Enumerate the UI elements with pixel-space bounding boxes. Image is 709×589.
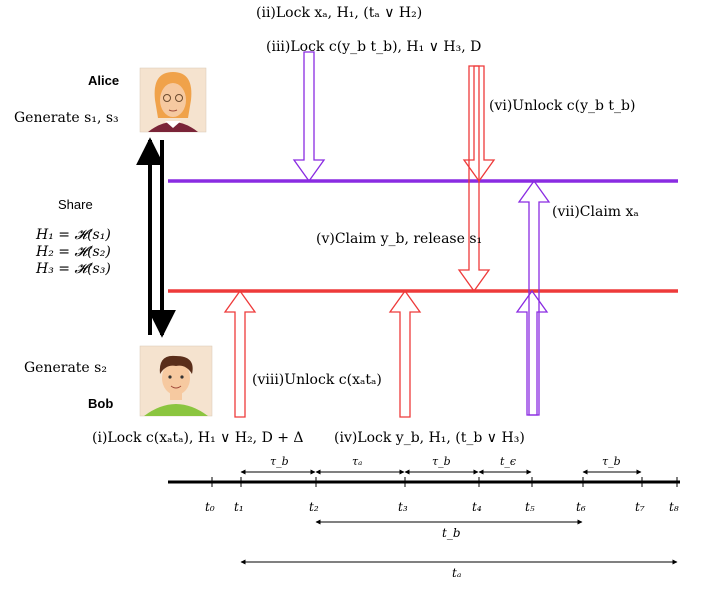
step-ii-label: (ii)Lock xₐ, H₁, (tₐ ∨ H₂) xyxy=(256,5,423,21)
timeline-ticks xyxy=(211,477,678,487)
interval-t-eps: t_ϵ xyxy=(500,455,517,468)
interval-tau-b-3: τ_b xyxy=(602,455,621,468)
span-t-a: tₐ xyxy=(452,566,462,580)
lock-yb-arrow xyxy=(388,289,422,418)
step-iii-label: (iii)Lock c(y_b t_b), H₁ ∨ H₃, D xyxy=(266,39,482,55)
step-viii-label: (viii)Unlock c(xₐtₐ) xyxy=(252,372,382,388)
tick-t5: t₅ xyxy=(525,500,535,514)
step-vi-label: (vi)Unlock c(y_b t_b) xyxy=(489,98,636,114)
bob-name: Bob xyxy=(88,396,114,411)
bob-generate-label: Generate s₂ xyxy=(24,360,107,376)
unlock-alice-chain-arrow xyxy=(462,65,496,183)
claim-xa-bob-arrow xyxy=(515,289,549,416)
tick-t7: t₇ xyxy=(635,500,645,514)
tick-t2: t₂ xyxy=(309,500,319,514)
alice-name: Alice xyxy=(88,73,120,88)
claim-yb-arrow xyxy=(457,65,491,293)
span-t-b: t_b xyxy=(442,526,461,540)
alice-generate-label: Generate s₁, s₃ xyxy=(14,110,119,126)
step-i-label: (i)Lock c(xₐtₐ), H₁ ∨ H₂, D + Δ xyxy=(92,430,304,446)
interval-tau-b-1: τ_b xyxy=(270,455,289,468)
tick-t0: t₀ xyxy=(205,500,215,514)
interval-arrows xyxy=(240,469,678,565)
hash-h2: H₂ = 𝓗(s₂) xyxy=(36,244,111,260)
claim-xa-arrow xyxy=(517,179,551,416)
hash-h3: H₃ = 𝓗(s₃) xyxy=(36,261,111,277)
lock-alice-chain-arrow xyxy=(292,51,326,183)
interval-tau-a: τₐ xyxy=(352,455,363,468)
hash-h1: H₁ = 𝓗(s₁) xyxy=(36,227,111,243)
step-v-label: (v)Claim y_b, release s₁ xyxy=(316,231,483,247)
tick-t4: t₄ xyxy=(472,500,482,514)
tick-t8: t₈ xyxy=(669,500,679,514)
interval-tau-b-2: τ_b xyxy=(432,455,451,468)
tick-t6: t₆ xyxy=(576,500,586,514)
step-iv-label: (iv)Lock y_b, H₁, (t_b ∨ H₃) xyxy=(334,430,525,446)
lock-bob-chain-arrow xyxy=(223,289,257,418)
step-vii-label: (vii)Claim xₐ xyxy=(552,204,639,220)
share-label: Share xyxy=(58,197,93,212)
tick-t3: t₃ xyxy=(398,500,408,514)
tick-t1: t₁ xyxy=(234,500,244,514)
alice-avatar xyxy=(139,67,207,133)
bob-avatar xyxy=(139,345,213,417)
